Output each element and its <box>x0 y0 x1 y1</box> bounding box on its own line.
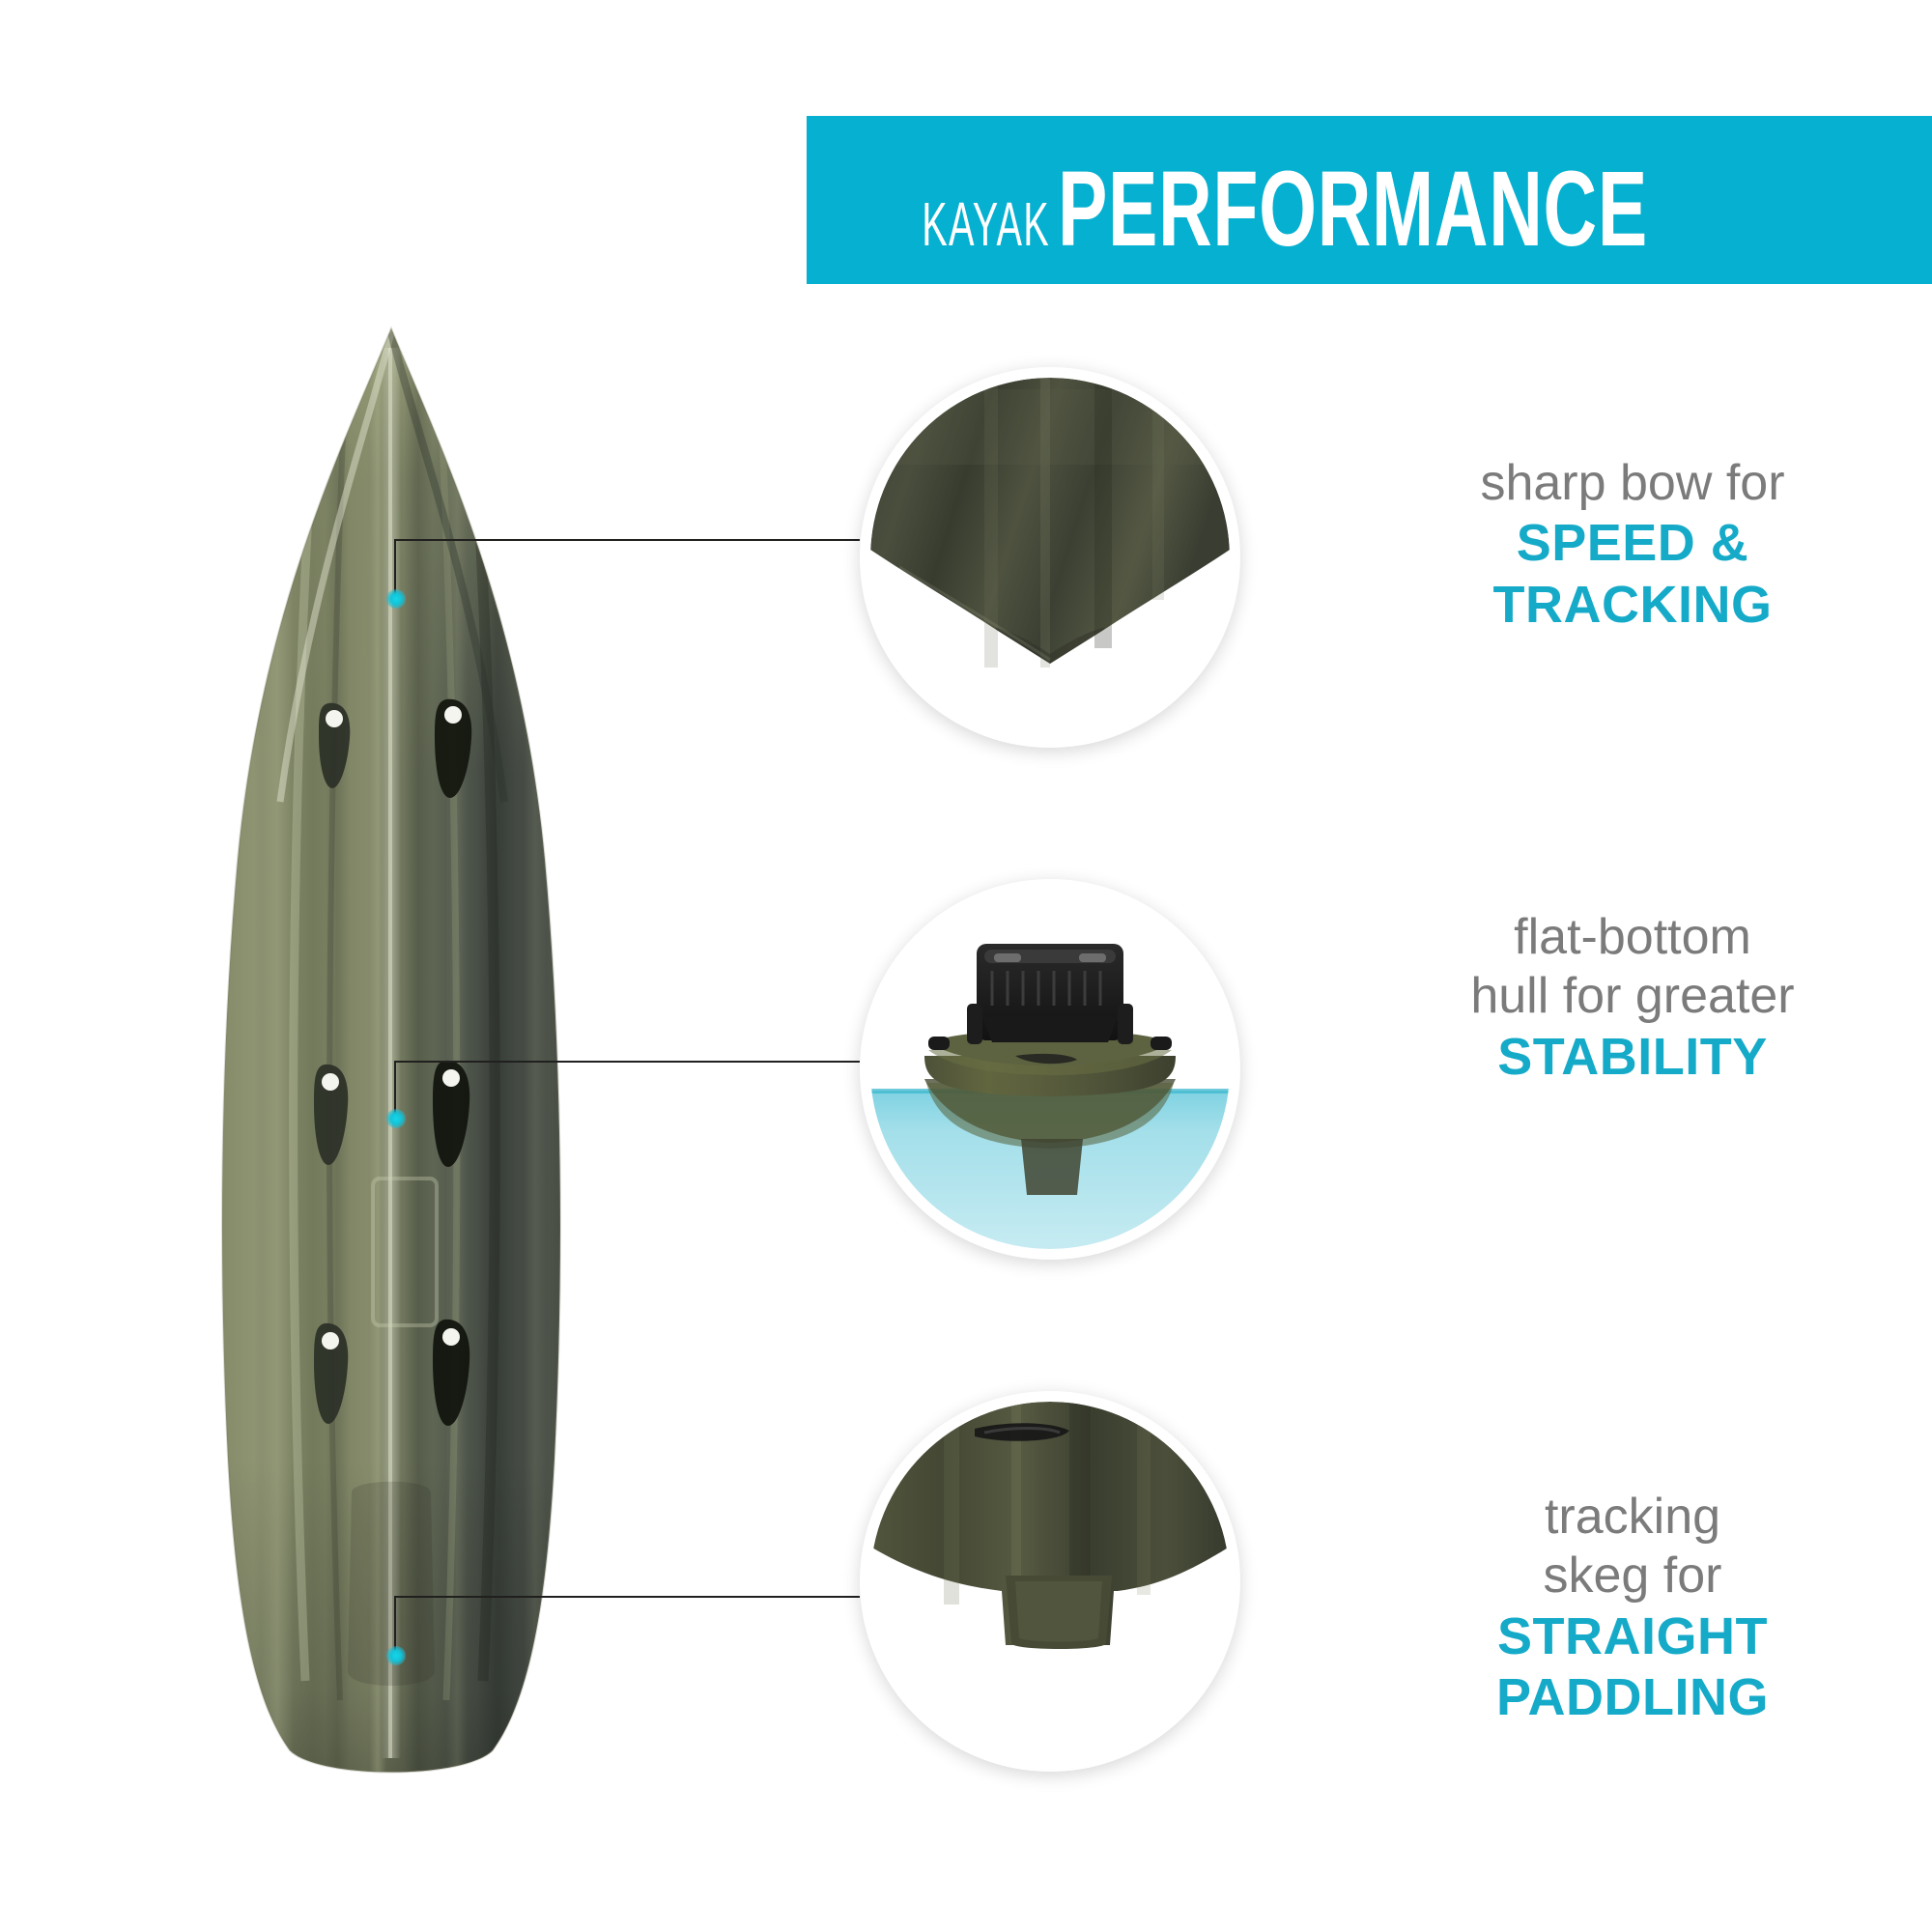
callout-skeg-line-4: PADDLING <box>1496 1668 1769 1727</box>
banner-title: KAYAK PERFORMANCE <box>843 148 1901 270</box>
callout-bow-line-3: TRACKING <box>1492 576 1773 635</box>
callout-photo-bow[interactable] <box>860 367 1240 748</box>
scupper-plug <box>314 1322 349 1424</box>
callout-hull-line-2: hull for greater <box>1470 968 1795 1025</box>
marker-dot-bow <box>386 589 406 609</box>
scupper-plug <box>433 1060 470 1167</box>
callout-text-skeg: tracking skeg for STRAIGHT PADDLING <box>1391 1488 1874 1729</box>
kayak-hull-illustration <box>145 319 638 1787</box>
callout-photo-skeg-image <box>870 1402 1230 1761</box>
callout-hull-line-3: STABILITY <box>1497 1027 1768 1086</box>
callout-hull-line-1: flat-bottom <box>1514 909 1751 965</box>
callout-text-hull: flat-bottom hull for greater STABILITY <box>1391 908 1874 1088</box>
page-title: PERFORMANCE <box>1058 150 1649 269</box>
callout-text-bow: sharp bow for SPEED & TRACKING <box>1391 454 1874 637</box>
header-banner: KAYAK PERFORMANCE <box>807 116 1932 284</box>
callout-skeg-line-1: tracking <box>1544 1489 1721 1545</box>
callout-bow-line-2: SPEED & <box>1516 514 1749 573</box>
callout-photo-skeg[interactable] <box>860 1391 1240 1772</box>
banner-prefix: KAYAK <box>922 189 1051 259</box>
callout-photo-hull[interactable] <box>860 879 1240 1260</box>
callout-photo-hull-image <box>870 890 1230 1249</box>
scupper-plug <box>435 698 472 798</box>
callout-bow-line-1: sharp bow for <box>1480 455 1785 511</box>
marker-dot-hull <box>386 1109 406 1128</box>
callout-photo-bow-image <box>870 378 1230 737</box>
marker-dot-skeg <box>386 1646 406 1665</box>
callout-skeg-line-3: STRAIGHT <box>1497 1606 1768 1665</box>
callout-skeg-line-2: skeg for <box>1543 1548 1722 1605</box>
scupper-plug <box>433 1319 470 1426</box>
scupper-plug <box>314 1064 349 1165</box>
kayak-hull-svg <box>221 326 561 1774</box>
scupper-plug <box>319 702 351 788</box>
